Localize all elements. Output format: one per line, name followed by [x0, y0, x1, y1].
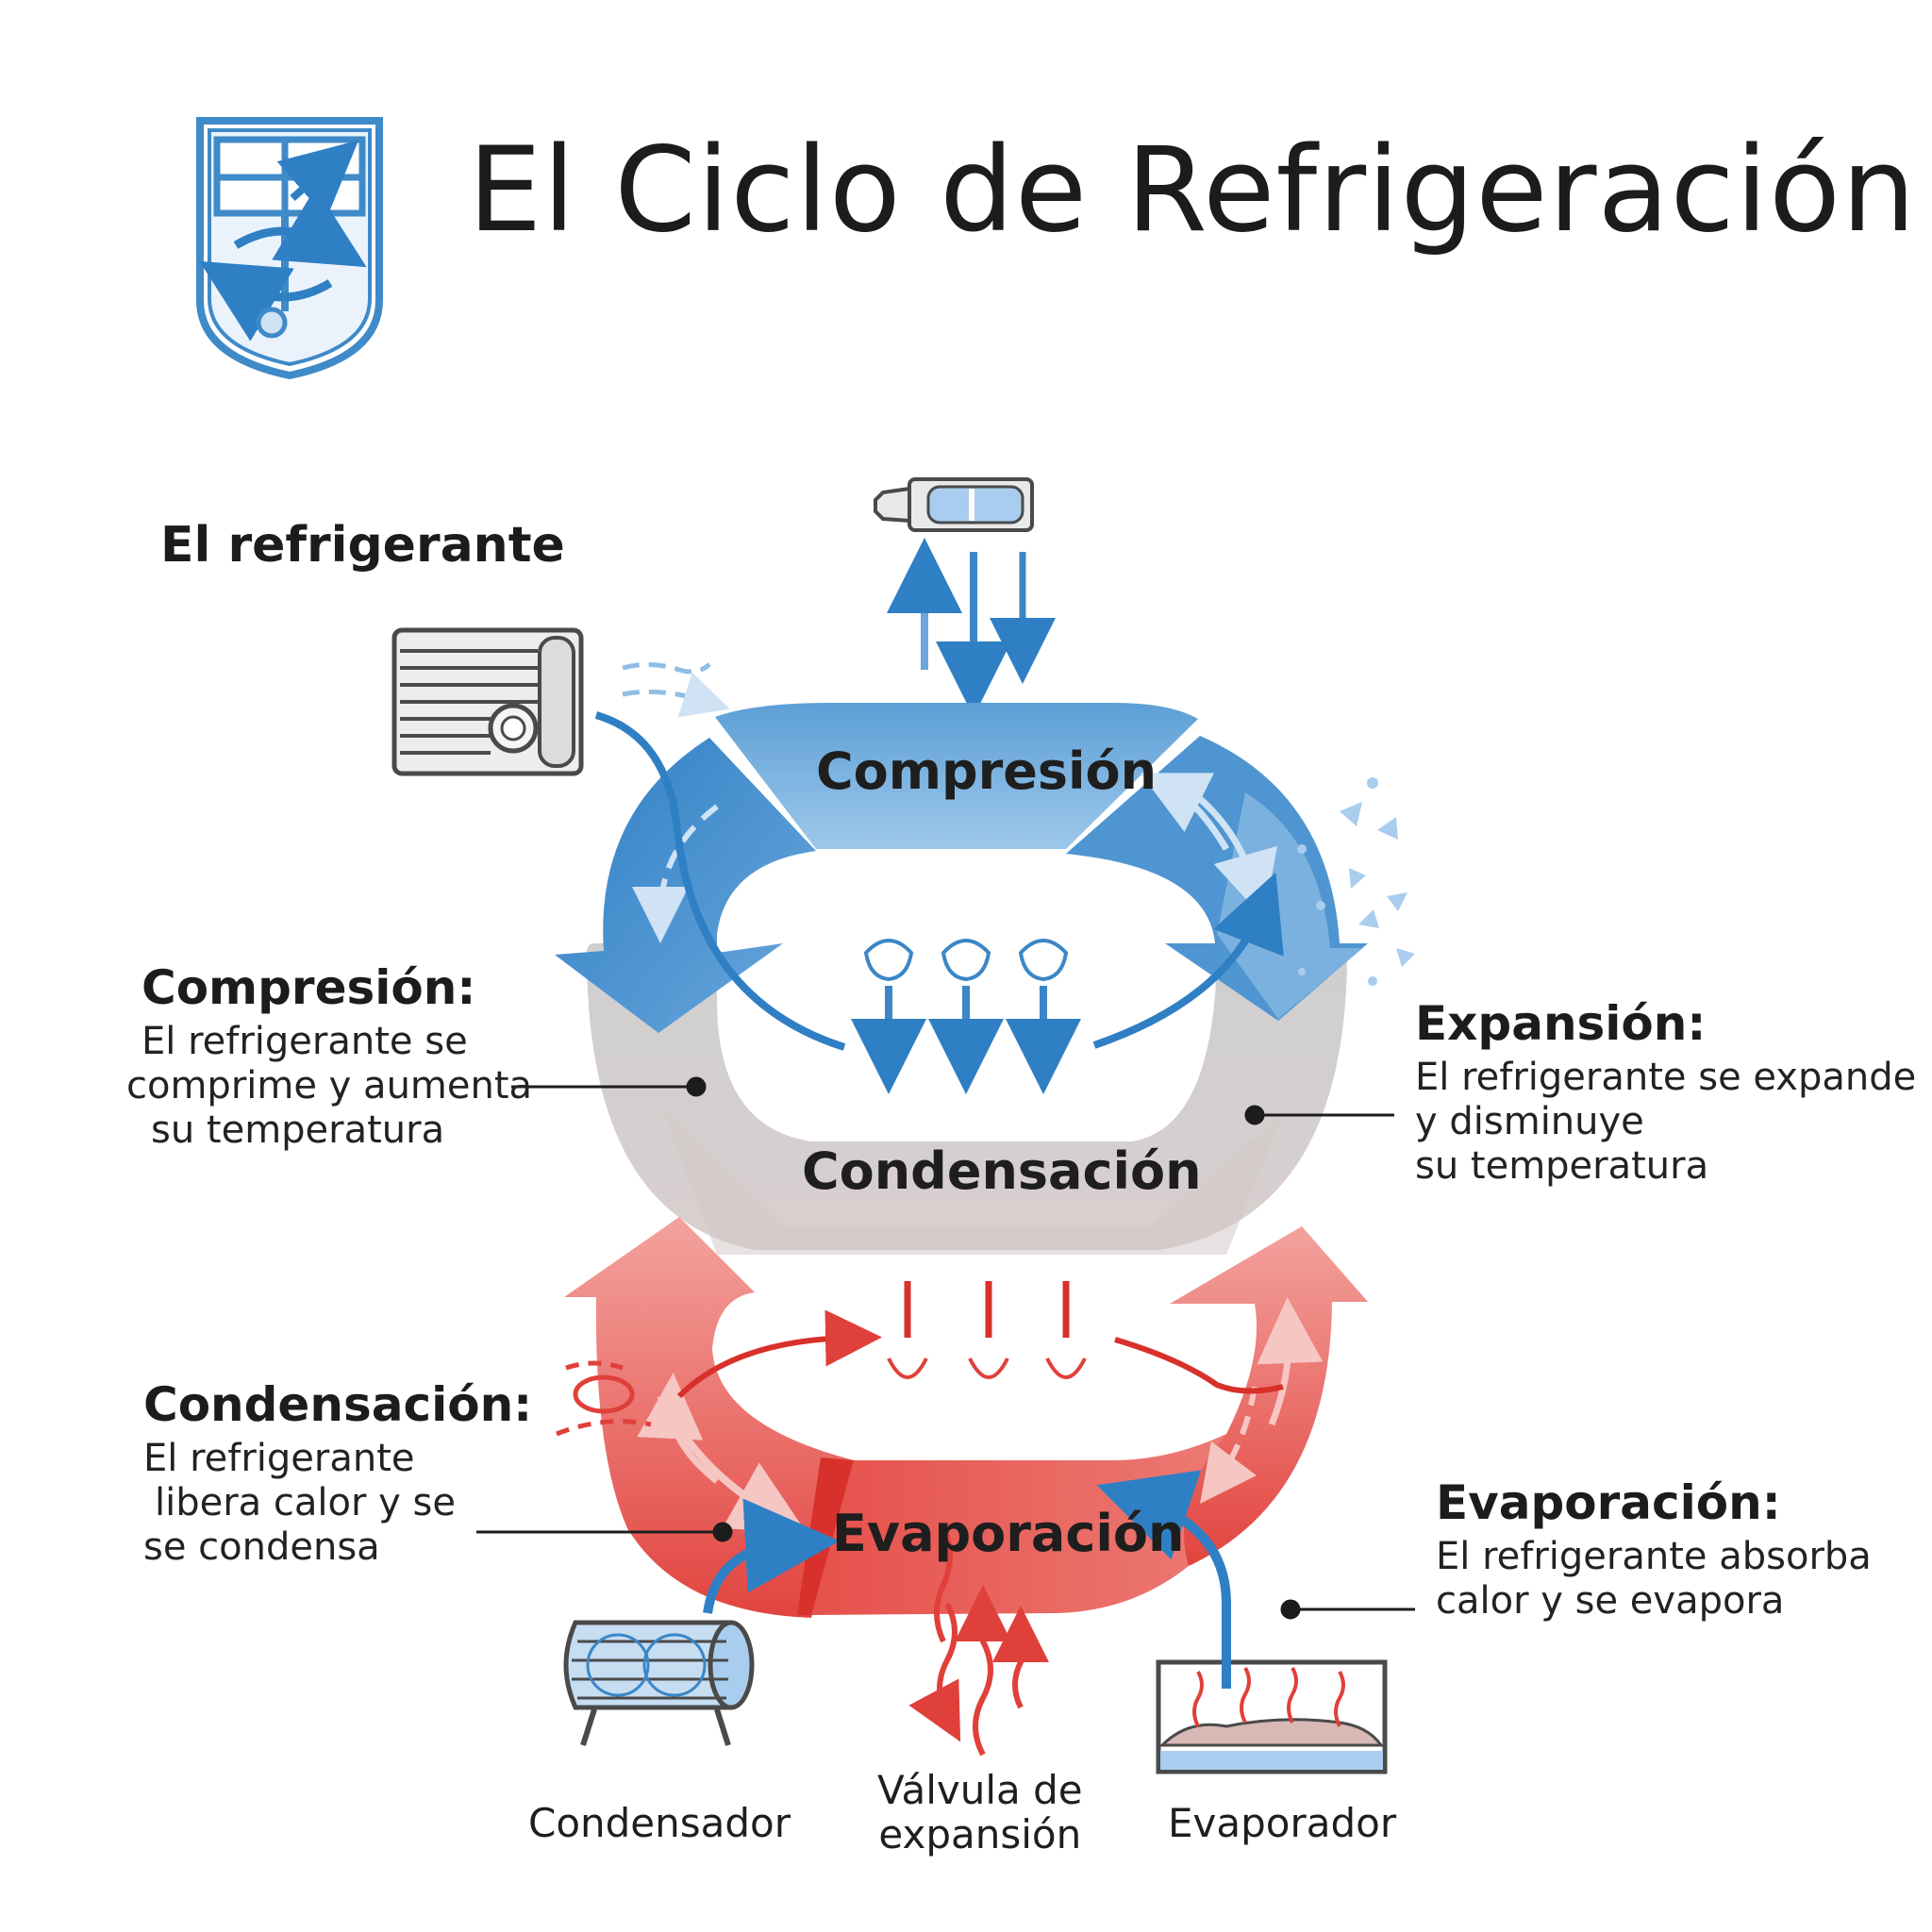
flow-arrows-top [887, 538, 1056, 717]
callout-condensacion: Condensación: El refrigerante libera cal… [143, 1379, 532, 1571]
callout-compresion-title: Compresión: [142, 960, 476, 1015]
callout-expansion-line-1: El refrigerante se expande [1415, 1056, 1917, 1099]
callout-evaporacion-line-1: El refrigerante absorba [1436, 1535, 1872, 1578]
callout-compresion-line-1: El refrigerante se [142, 1020, 468, 1063]
callout-expansion-line-2: y disminuye [1415, 1100, 1644, 1144]
expansion-valve-heat-arrows [908, 1526, 1049, 1757]
callout-evaporacion-line-2: calor y se evapora [1436, 1579, 1785, 1624]
callout-condensacion-line-2: libera calor y se [155, 1481, 456, 1525]
callout-condensacion-line-1: El refrigerante [143, 1437, 415, 1480]
device-label-valvula-line-2: expansión [878, 1811, 1082, 1858]
callout-compresion-line-2: comprime y aumenta [126, 1064, 533, 1108]
device-label-condensador: Condensador [528, 1800, 791, 1846]
leader-lines [476, 1076, 1415, 1620]
blue-flow-curves [594, 711, 1284, 1051]
condenser-fan-icon [563, 1498, 840, 1746]
callout-condensacion-line-3: se condensa [143, 1525, 380, 1570]
evaporator-tray-icon [1096, 1470, 1388, 1774]
cycle-label-condensacion: Condensación [802, 1141, 1202, 1201]
page-title: El Ciclo de Refrigeración [468, 123, 1917, 258]
cycle-label-evaporacion: Evaporación [832, 1504, 1185, 1563]
device-label-valvula: Válvula de expansión [877, 1768, 1083, 1857]
shield-logo-icon [196, 117, 383, 380]
device-label-valvula-line-1: Válvula de [877, 1767, 1083, 1813]
callout-expansion-title: Expansión: [1415, 996, 1707, 1051]
ac-unit-icon [391, 627, 730, 776]
callout-expansion: Expansión: El refrigerante se expande y … [1415, 998, 1916, 1190]
callout-evaporacion: Evaporación: El refrigerante absorba cal… [1436, 1477, 1872, 1624]
bottle-icon [874, 477, 1034, 532]
callout-compresion: Compresión: El refrigerante se comprime … [126, 960, 532, 1154]
cold-symbols [851, 939, 1081, 1094]
cycle-label-compresion: Compresión [816, 741, 1158, 801]
callout-condensacion-title: Condensación: [143, 1377, 533, 1432]
callout-compresion-line-3: su temperatura [151, 1108, 445, 1153]
condensation-band [587, 943, 1347, 1255]
callout-evaporacion-title: Evaporación: [1436, 1475, 1781, 1530]
heat-symbols [556, 1281, 1284, 1437]
device-label-evaporador: Evaporador [1168, 1800, 1397, 1846]
section-heading: El refrigerante [160, 517, 565, 574]
callout-expansion-line-3: su temperatura [1415, 1144, 1709, 1189]
